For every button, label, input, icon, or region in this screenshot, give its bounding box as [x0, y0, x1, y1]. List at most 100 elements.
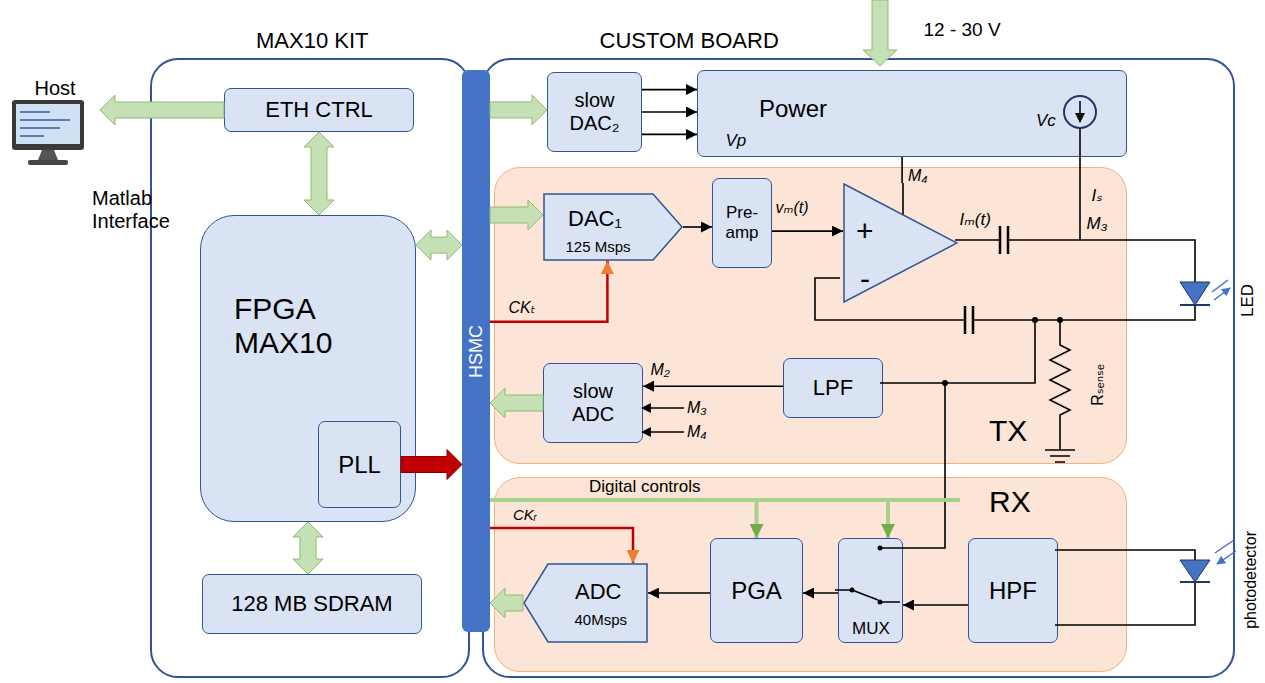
wire: [902, 183, 904, 214]
text-slot: ADC: [575, 579, 621, 604]
signal-label: Iₘ(t): [960, 210, 991, 230]
component-label: photodetector: [1242, 531, 1260, 629]
text-slot: FPGA MAX10: [234, 292, 384, 361]
signal-label: M₂: [651, 361, 670, 379]
connector: [642, 111, 697, 113]
junction-dot: [1057, 317, 1063, 323]
text-slot: RX: [989, 485, 1031, 520]
tx-section: TXDAC₁125 MspsPre-amp+-LPFslow ADC: [494, 167, 1127, 464]
connector: [803, 592, 838, 594]
text-slot: photodetector: [1242, 531, 1260, 633]
opamp-symbol: +-: [843, 183, 958, 303]
screen-content: [20, 112, 70, 136]
connector: [772, 230, 843, 232]
fpga-label: FPGA MAX10: [234, 292, 384, 361]
hsmc-label: HSMC: [466, 325, 487, 378]
text-slot: +: [856, 214, 874, 249]
text-slot: Matlab Interface: [92, 187, 170, 233]
block-arrow: [490, 588, 523, 618]
control-bus: [885, 498, 960, 502]
monitor-stand: [38, 150, 58, 160]
board-label: CUSTOM BOARD: [600, 28, 779, 53]
hsmc-connector: HSMC: [462, 70, 490, 632]
block-arrow: [293, 522, 323, 574]
text-slot: M₃: [687, 399, 707, 417]
dac-label: 125 Msps: [566, 238, 631, 255]
kit-panel: MAX10 KITETH CTRLFPGA MAX10PLL128 MB SDR…: [150, 58, 470, 678]
connector: [683, 226, 712, 228]
rx-label: RX: [989, 485, 1031, 520]
power-block: PowerVpVc: [697, 70, 1127, 157]
connector: [901, 157, 903, 183]
host-label: Host: [35, 77, 76, 100]
clock-line: [490, 528, 633, 563]
rx-section: RXADC40MspsPGAMUXHPF: [494, 477, 1127, 672]
sdram-block: 128 MB SDRAM: [202, 574, 422, 634]
shape-outline: [544, 194, 682, 260]
power-label: Vc: [1036, 111, 1056, 131]
dac-label: slow DAC₂: [560, 89, 630, 135]
light-arrow: [1215, 540, 1236, 564]
adc-label: 40Msps: [575, 611, 628, 628]
monitor-base: [28, 160, 68, 165]
switch-contact: [878, 546, 883, 551]
text-slot: 125 Msps: [566, 238, 631, 256]
shape-outline: [524, 564, 647, 642]
text-slot: M₂: [651, 361, 670, 379]
fpga-block: FPGA MAX10PLL: [200, 215, 416, 522]
dac-block: slow DAC₂: [547, 72, 642, 152]
connector: [643, 385, 783, 387]
control-line: [490, 500, 757, 538]
text-slot: -: [860, 262, 870, 297]
eth-label: ETH CTRL: [265, 97, 373, 122]
connector: [903, 604, 968, 606]
wire: [642, 431, 684, 433]
adc-block: slow ADC: [543, 363, 643, 443]
text-slot: DAC₁: [568, 206, 622, 231]
signal-label: M₃: [687, 399, 707, 417]
bus-label: Digital controls: [589, 477, 701, 497]
adc-label: ADC: [575, 579, 621, 604]
text-slot: Iₘ(t): [960, 210, 991, 230]
text-slot: M₄: [908, 167, 928, 185]
monitor-screen: [16, 104, 80, 144]
preamp-label: Pre-amp: [719, 203, 765, 242]
text-slot: 12 - 30 V: [924, 19, 1001, 41]
kit-label: MAX10 KIT: [256, 28, 368, 53]
block-arrow: [401, 450, 462, 480]
connector: [642, 134, 697, 136]
photodiode-symbol: [1180, 560, 1210, 582]
text-slot: Digital controls: [589, 477, 701, 497]
filter-label: LPF: [813, 375, 853, 400]
photodiode-bar: [1180, 581, 1210, 583]
adc-label: slow ADC: [558, 380, 628, 426]
light-arrow: [1212, 280, 1230, 300]
switch-contact: [878, 600, 883, 605]
pga-block: PGA: [710, 538, 803, 643]
resistor-symbol: [1050, 320, 1070, 450]
wire: [815, 278, 1195, 320]
supply-label: 12 - 30 V: [924, 19, 1001, 41]
wire: [1079, 128, 1081, 240]
text-slot: 40Msps: [575, 611, 628, 629]
preamp-block: Pre-amp: [712, 178, 772, 268]
filter-label: HPF: [989, 577, 1037, 605]
current-source: [1064, 96, 1096, 128]
power-label: Vp: [726, 131, 747, 151]
connector: [642, 89, 697, 91]
text-slot: TX: [989, 414, 1027, 449]
clock-line: [490, 261, 607, 322]
signal-label: Iₛ: [1092, 186, 1103, 206]
component-label: LED: [1238, 284, 1258, 317]
text-slot: LED: [1238, 284, 1258, 321]
filter-block: HPF: [968, 538, 1058, 643]
text-slot: Host: [35, 77, 76, 100]
adc-block: ADC 40Msps: [523, 563, 648, 643]
text-slot: CKᵣ: [513, 506, 537, 524]
led-symbol: [1180, 282, 1210, 305]
text-slot: vₘ(t): [776, 199, 809, 217]
text-slot: M₃: [1087, 214, 1108, 234]
current-arrow: [1079, 101, 1081, 122]
